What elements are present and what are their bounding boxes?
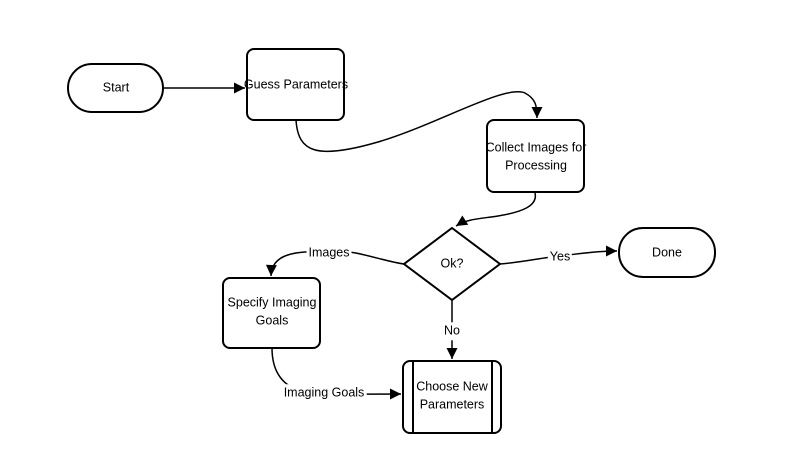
choose-new-parameters-shape <box>402 360 502 434</box>
edge-label-images: Images <box>306 244 352 262</box>
edge-collect-images-to-ok-decision <box>455 192 537 227</box>
guess-parameters-label: Guess Parameters <box>243 77 349 92</box>
collect-images-shape <box>486 119 585 193</box>
specify-imaging-goals-label: Specify Imaging Goals <box>227 295 317 328</box>
ok-decision-label: Ok? <box>440 256 464 271</box>
start-label: Start <box>102 80 130 95</box>
done-shape <box>618 227 716 278</box>
edge-label-yes: Yes <box>547 248 573 266</box>
edge-label-imaging-goals: Imaging Goals <box>281 384 367 402</box>
collect-images-label: Collect Images for Processing <box>485 140 587 173</box>
choose-new-parameters-label: Choose New Parameters <box>416 379 488 412</box>
edge-guess-parameters-to-collect-images <box>295 91 543 153</box>
edge-label-no: No <box>442 322 462 340</box>
done-label: Done <box>652 245 682 260</box>
guess-parameters-shape <box>246 48 345 121</box>
